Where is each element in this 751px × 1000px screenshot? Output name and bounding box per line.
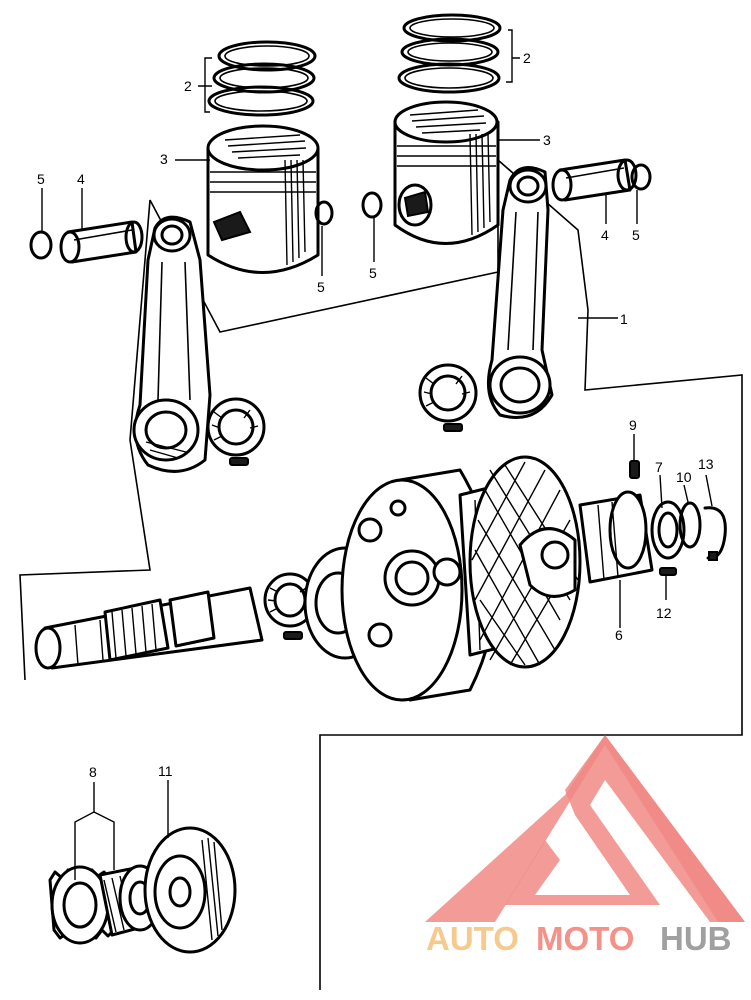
- circlip-right-inner: [361, 191, 383, 219]
- callout-2-right: 2: [523, 50, 531, 66]
- circlip-left-outer: [29, 230, 53, 260]
- primary-drive-housing: [143, 826, 237, 954]
- callout-5-right-inner: 5: [369, 265, 377, 281]
- callout-3-right: 3: [543, 132, 551, 148]
- watermark-text: AUTO MOTO HUB: [426, 920, 732, 957]
- callout-9: 9: [629, 417, 637, 433]
- right-piston: [393, 100, 500, 245]
- right-big-end-bearing: [418, 363, 478, 432]
- circlip-left-inner: [314, 200, 334, 226]
- callout-8: 8: [89, 764, 97, 780]
- left-piston-rings: [207, 40, 317, 117]
- callout-3-left: 3: [160, 151, 168, 167]
- callout-10: 10: [676, 469, 692, 485]
- callout-5-left-outer: 5: [37, 171, 45, 187]
- callout-2-left: 2: [184, 78, 192, 94]
- callout-4-left: 4: [77, 171, 85, 187]
- callout-5-left-inner: 5: [317, 279, 325, 295]
- primary-drive-gear-set: [48, 864, 162, 945]
- knock-pin: [659, 567, 677, 576]
- watermark-moto: MOTO: [536, 920, 634, 957]
- piston-pin-left: [59, 220, 144, 264]
- leader-lines: [41, 29, 713, 880]
- callout-1: 1: [620, 311, 628, 327]
- left-big-end-bearing: [206, 397, 266, 466]
- watermark-hub: HUB: [660, 920, 732, 957]
- assembly-boundary-line-left: [19, 199, 151, 681]
- assembly-boundary-line: [149, 158, 743, 990]
- callout-5-right-outer: 5: [632, 227, 640, 243]
- callout-7: 7: [655, 459, 663, 475]
- callout-11: 11: [158, 763, 173, 779]
- right-connecting-rod: [486, 166, 554, 419]
- dowel-pin: [629, 460, 640, 479]
- right-piston-rings: [397, 13, 502, 94]
- watermark-auto: AUTO: [426, 920, 519, 957]
- circlip-right-outer: [630, 163, 652, 191]
- right-main-bearing: [650, 500, 686, 560]
- watermark-logo: [425, 735, 745, 922]
- callout-13: 13: [698, 456, 714, 472]
- left-connecting-rod: [132, 215, 212, 473]
- callout-4-right: 4: [601, 227, 609, 243]
- callout-6: 6: [615, 627, 623, 643]
- snap-ring: [703, 506, 727, 561]
- callout-12: 12: [656, 605, 672, 621]
- crankshaft: [34, 455, 654, 702]
- oil-seal: [678, 501, 702, 549]
- piston-pin-right: [551, 158, 638, 202]
- left-piston: [206, 124, 320, 274]
